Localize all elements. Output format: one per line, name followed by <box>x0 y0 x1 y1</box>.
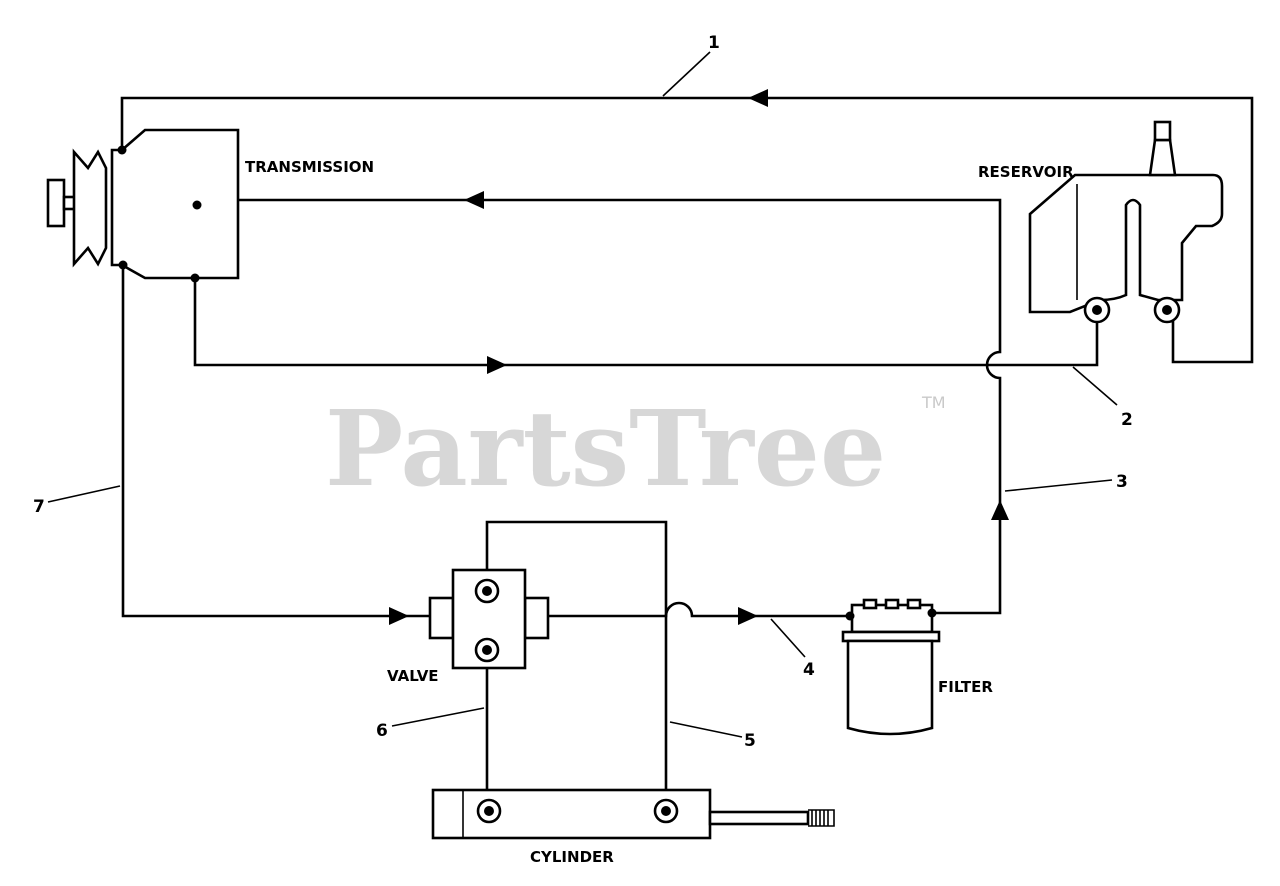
port-dot <box>1162 305 1172 315</box>
cylinder-label: CYLINDER <box>530 848 614 866</box>
filler-cap-icon <box>1153 120 1172 142</box>
callout-4: 4 <box>803 660 815 680</box>
leader-line <box>47 485 121 503</box>
port-dot <box>482 586 492 596</box>
reservoir-body <box>1028 173 1224 314</box>
port-dot <box>192 200 202 210</box>
callout-1: 1 <box>708 33 720 53</box>
filter-unit: FILTER <box>841 598 993 736</box>
port-dot <box>927 608 937 618</box>
flow-arrow-icon <box>991 500 1009 520</box>
watermark: PartsTree TM <box>325 387 946 510</box>
pulley-hub <box>46 178 66 228</box>
flow-arrow-icon <box>464 191 484 209</box>
port-dot <box>661 806 671 816</box>
cylinder-unit: CYLINDER <box>431 788 835 866</box>
reservoir-label: RESERVOIR <box>978 163 1074 181</box>
filter-boss <box>862 598 878 610</box>
port-dot <box>117 145 127 155</box>
valve-spool-left <box>428 596 455 640</box>
port-dot <box>1092 305 1102 315</box>
leader-line <box>669 721 743 738</box>
filter-canister-icon <box>846 639 934 736</box>
valve-spool-right <box>523 596 550 640</box>
callout-5: 5 <box>744 731 756 751</box>
watermark-trademark: TM <box>921 393 946 412</box>
hose-5 <box>485 520 668 810</box>
valve-unit: VALVE <box>387 568 550 685</box>
leader-line <box>1004 479 1113 492</box>
leader-line <box>391 707 485 727</box>
callout-6: 6 <box>376 721 388 741</box>
flow-arrow-icon <box>487 356 507 374</box>
port-dot <box>845 611 855 621</box>
hose-1 <box>120 96 1254 364</box>
reservoir-unit: RESERVOIR <box>978 120 1224 324</box>
watermark-text: PartsTree <box>325 387 886 510</box>
port-dot <box>190 273 200 283</box>
filter-label: FILTER <box>938 678 993 696</box>
pulley-icon <box>72 148 108 268</box>
hose-4 <box>546 601 850 618</box>
filter-boss <box>906 598 922 610</box>
port-dot <box>482 645 492 655</box>
flow-arrow-icon <box>389 607 409 625</box>
port-dot <box>484 806 494 816</box>
leader-line <box>1072 366 1118 406</box>
valve-label: VALVE <box>387 667 439 685</box>
filter-boss <box>884 598 900 610</box>
callouts: 1 2 3 4 5 6 7 <box>33 33 1133 751</box>
callout-7: 7 <box>33 497 45 517</box>
leader-line <box>770 618 806 658</box>
flow-arrows <box>389 89 1009 625</box>
transmission-label: TRANSMISSION <box>245 158 374 176</box>
hose-7 <box>121 263 432 618</box>
callout-2: 2 <box>1121 410 1133 430</box>
transmission-unit: TRANSMISSION <box>46 128 374 283</box>
callout-3: 3 <box>1116 472 1128 492</box>
hose-2 <box>193 276 1099 367</box>
rod-thread-icon <box>808 809 835 827</box>
filler-neck-icon <box>1148 138 1177 177</box>
cylinder-rod <box>708 810 810 826</box>
flow-arrow-icon <box>738 607 758 625</box>
transmission-body <box>110 128 240 280</box>
leader-line <box>662 51 711 97</box>
port-dot <box>118 260 128 270</box>
flow-arrow-icon <box>748 89 768 107</box>
filter-flange <box>841 630 941 643</box>
